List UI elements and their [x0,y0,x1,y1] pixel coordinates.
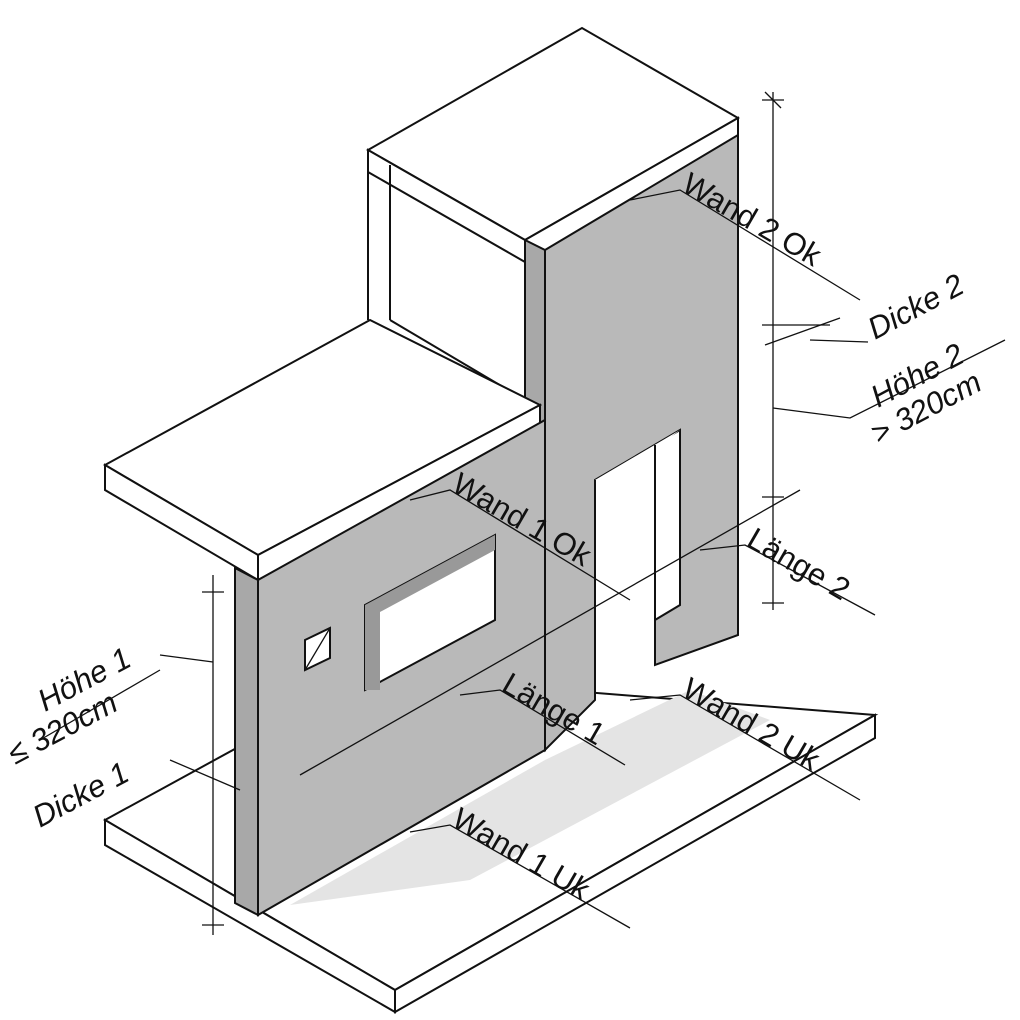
dimension-lines [39,91,1006,935]
label-laenge2: Länge 2 [742,521,857,607]
wall-1 [234,418,546,917]
label-dicke2: Dicke 2 [862,267,970,346]
middle-slab [102,318,543,582]
upper-slab [365,26,741,401]
